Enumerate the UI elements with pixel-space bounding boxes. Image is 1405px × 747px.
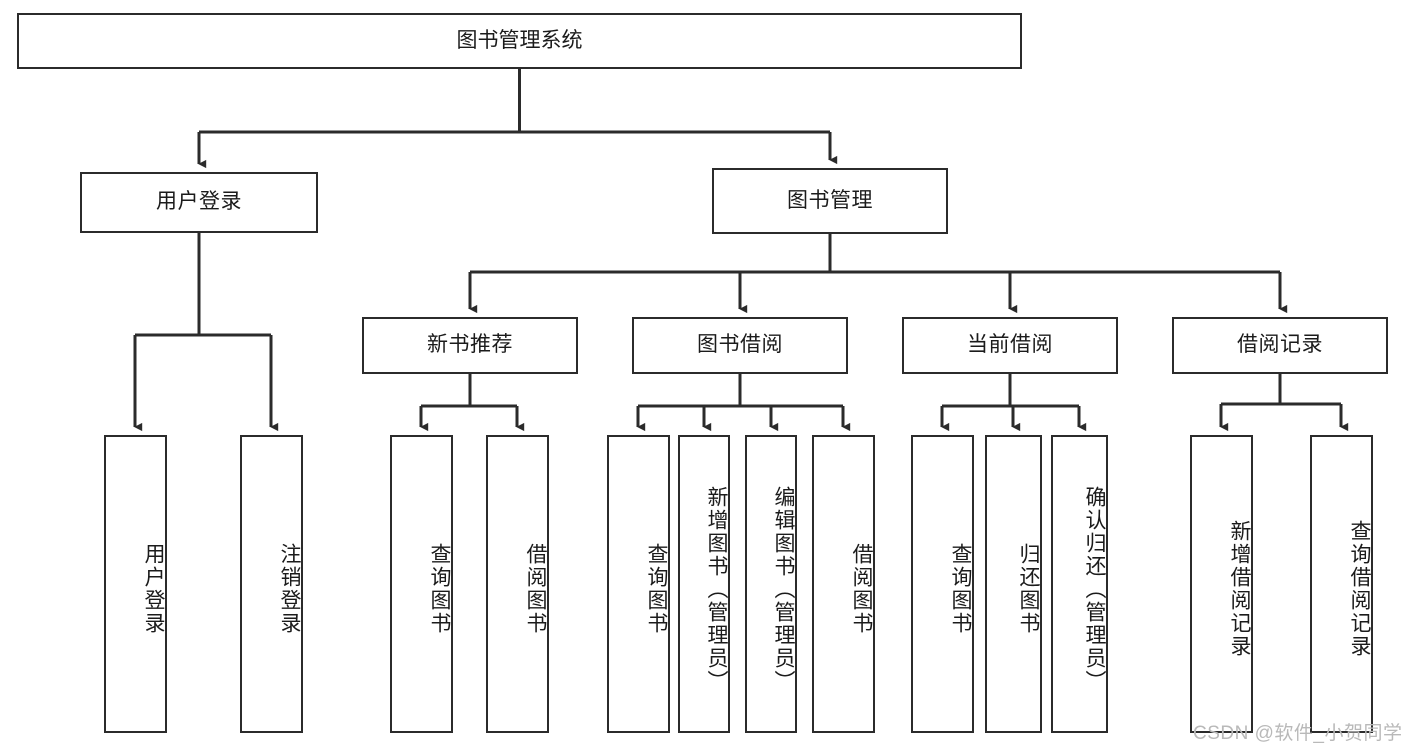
node-leaf-add-book[interactable]: 新增图书（管理员） <box>678 435 730 733</box>
node-borrow-record[interactable]: 借阅记录 <box>1172 317 1388 374</box>
node-leaf-add-book-label: 新增图书（管理员） <box>705 485 728 693</box>
node-leaf-borrow-book-1[interactable]: 借阅图书 <box>486 435 549 733</box>
node-book-borrow-label: 图书借阅 <box>697 333 783 357</box>
node-leaf-borrow-book-2[interactable]: 借阅图书 <box>812 435 875 733</box>
node-leaf-return-book-label: 归还图书 <box>1017 543 1040 635</box>
node-user-login-label: 用户登录 <box>156 190 242 214</box>
node-leaf-add-record[interactable]: 新增借阅记录 <box>1190 435 1253 733</box>
node-root[interactable]: 图书管理系统 <box>17 13 1022 69</box>
node-leaf-query-book-3-label: 查询图书 <box>949 543 972 635</box>
node-leaf-user-logout[interactable]: 注销登录 <box>240 435 303 733</box>
node-book-manage-label: 图书管理 <box>787 188 873 212</box>
node-leaf-query-book-1[interactable]: 查询图书 <box>390 435 453 733</box>
node-leaf-query-book-2-label: 查询图书 <box>645 543 668 635</box>
node-leaf-query-book-3[interactable]: 查询图书 <box>911 435 974 733</box>
node-book-manage[interactable]: 图书管理 <box>712 168 948 234</box>
node-new-book-recommend-label: 新书推荐 <box>427 333 513 357</box>
node-book-borrow[interactable]: 图书借阅 <box>632 317 848 374</box>
node-leaf-borrow-book-2-label: 借阅图书 <box>850 543 873 635</box>
node-leaf-add-record-label: 新增借阅记录 <box>1228 520 1251 658</box>
node-leaf-return-book[interactable]: 归还图书 <box>985 435 1042 733</box>
node-leaf-query-record[interactable]: 查询借阅记录 <box>1310 435 1373 733</box>
node-leaf-query-record-label: 查询借阅记录 <box>1348 520 1371 658</box>
node-leaf-query-book-1-label: 查询图书 <box>428 543 451 635</box>
node-current-borrow[interactable]: 当前借阅 <box>902 317 1118 374</box>
csdn-watermark: CSDN @软件_小贺同学 <box>1193 723 1403 744</box>
node-leaf-user-login[interactable]: 用户登录 <box>104 435 167 733</box>
node-leaf-confirm-return[interactable]: 确认归还（管理员） <box>1051 435 1108 733</box>
node-current-borrow-label: 当前借阅 <box>967 333 1053 357</box>
node-leaf-confirm-return-label: 确认归还（管理员） <box>1083 485 1106 693</box>
node-leaf-query-book-2[interactable]: 查询图书 <box>607 435 670 733</box>
node-leaf-edit-book-label: 编辑图书（管理员） <box>772 485 795 693</box>
node-user-login[interactable]: 用户登录 <box>80 172 318 233</box>
node-leaf-borrow-book-1-label: 借阅图书 <box>524 543 547 635</box>
node-leaf-user-logout-label: 注销登录 <box>278 543 301 635</box>
node-leaf-user-login-label: 用户登录 <box>142 543 165 635</box>
node-root-label: 图书管理系统 <box>456 28 583 52</box>
node-borrow-record-label: 借阅记录 <box>1237 333 1323 357</box>
node-leaf-edit-book[interactable]: 编辑图书（管理员） <box>745 435 797 733</box>
node-new-book-recommend[interactable]: 新书推荐 <box>362 317 578 374</box>
